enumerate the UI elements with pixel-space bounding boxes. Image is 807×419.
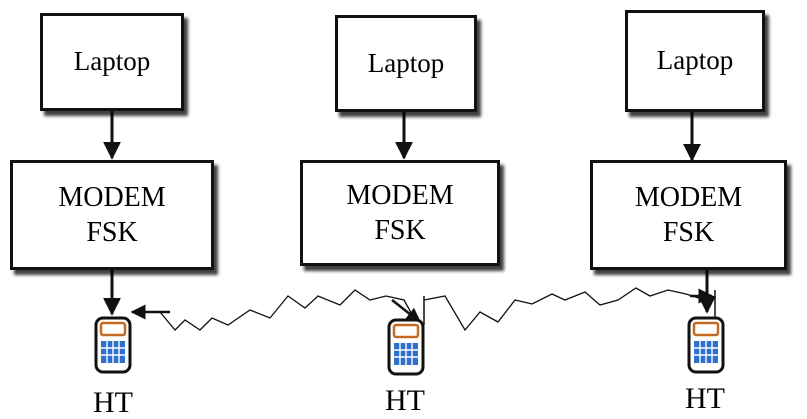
radio-arrow-to-ht2 (391, 299, 422, 323)
laptop-label: Laptop (367, 47, 445, 78)
modem-type-label: FSK (374, 215, 426, 246)
ht-label-2: HT (385, 384, 425, 417)
radio-icon (387, 318, 425, 376)
modem-box-1: MODEM FSK (10, 160, 214, 270)
radio-link-1-2 (132, 289, 415, 331)
modem-type-label: FSK (662, 217, 715, 248)
radio-link-2-3 (423, 287, 706, 332)
laptop-box-1: Laptop (40, 13, 184, 111)
laptop-box-3: Laptop (625, 10, 765, 112)
radio-icon (687, 316, 725, 374)
modem-label: MODEM (346, 180, 454, 211)
laptop-label: Laptop (73, 46, 151, 77)
modem-box-3: MODEM FSK (590, 160, 787, 270)
modem-label: MODEM (58, 182, 166, 213)
radio-icon (94, 316, 132, 374)
modem-label: MODEM (634, 182, 743, 213)
laptop-label: Laptop (656, 45, 734, 76)
ht-label-3: HT (685, 382, 725, 415)
modem-box-2: MODEM FSK (300, 160, 500, 266)
modem-type-label: FSK (86, 217, 138, 248)
ht-label-1: HT (93, 386, 133, 419)
laptop-box-2: Laptop (335, 15, 477, 112)
